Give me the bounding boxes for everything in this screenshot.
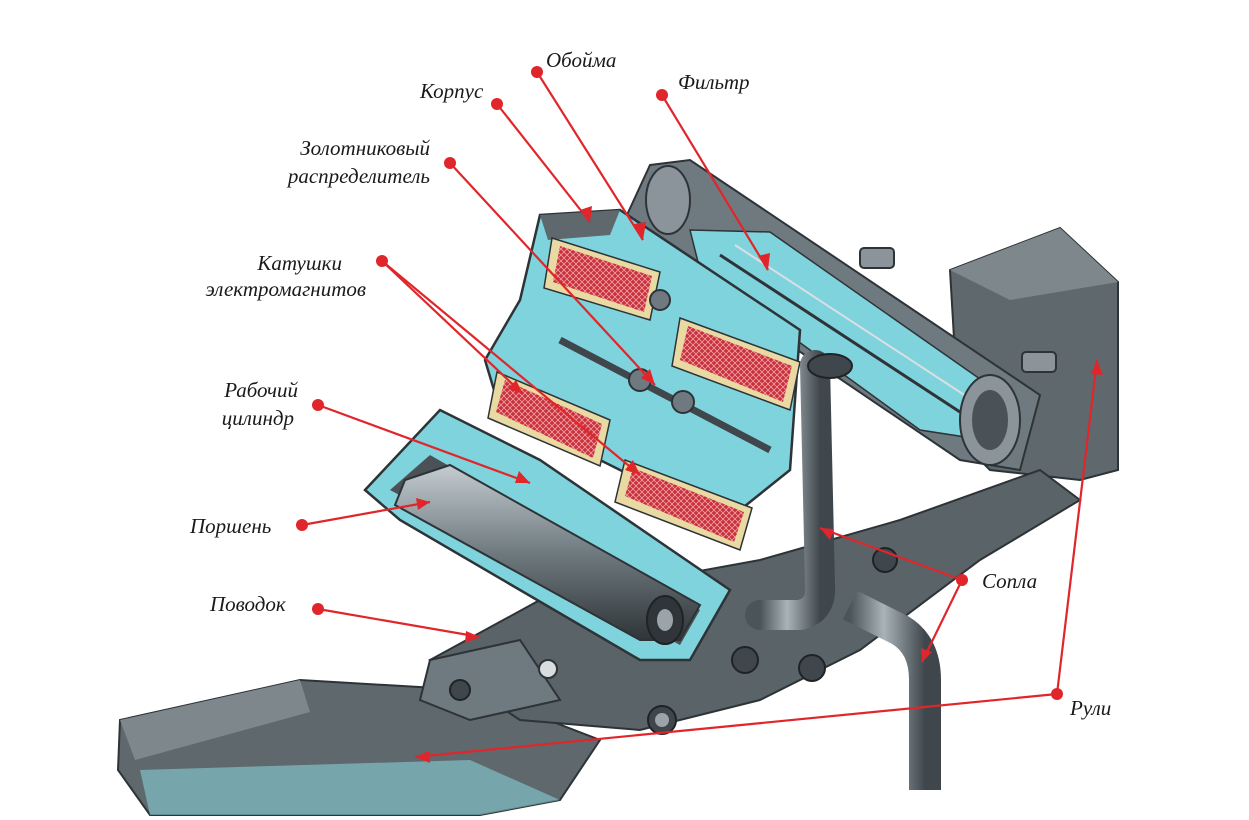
pointer-arrowheads (415, 206, 1103, 763)
label-ruli: Рули (1070, 696, 1112, 720)
label-cylinder-2: цилиндр (221, 406, 294, 430)
lower-body (418, 468, 1082, 735)
label-katushki-2: электромагнитов (205, 277, 366, 301)
coil-upper-left (543, 237, 661, 321)
label-povodok: Поводок (210, 592, 286, 616)
working-cylinder (363, 408, 732, 662)
filter-tube (618, 158, 1057, 472)
label-cylinder-1: Рабочий (224, 378, 298, 402)
coil-lower-right (614, 458, 753, 551)
coil-upper-right (671, 316, 801, 412)
label-zolotnik-1: Золотниковый (300, 136, 430, 160)
label-zolotnik-2: распределитель (287, 164, 430, 188)
label-porshen: Поршень (190, 514, 272, 538)
coil-lower-left (487, 370, 611, 468)
label-oboyma: Обойма (546, 48, 617, 72)
nozzles (745, 350, 941, 790)
label-korpus: Корпус (420, 79, 484, 103)
piston (393, 463, 702, 645)
label-sopla: Сопла (982, 569, 1038, 593)
pointer-dots (296, 66, 1063, 700)
label-filtr: Фильтр (678, 70, 750, 94)
pointer-lines (301, 71, 1099, 759)
label-katushki-1: Катушки (257, 251, 342, 275)
